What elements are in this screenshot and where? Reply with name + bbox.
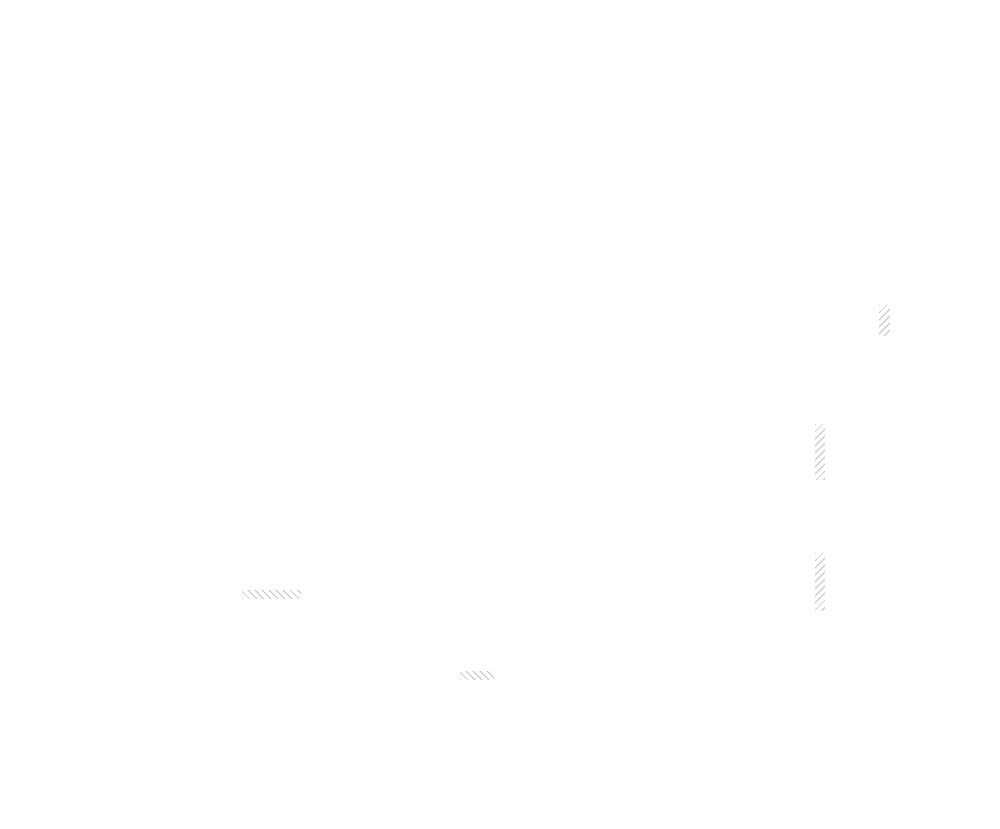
hatch-mark-middle-right [815,424,825,480]
hatch-mark-lower-right [815,553,825,611]
hatch-mark-bottom-center [460,671,494,680]
hatch-mark-left [242,590,301,599]
hatch-mark-top-right [879,305,890,336]
